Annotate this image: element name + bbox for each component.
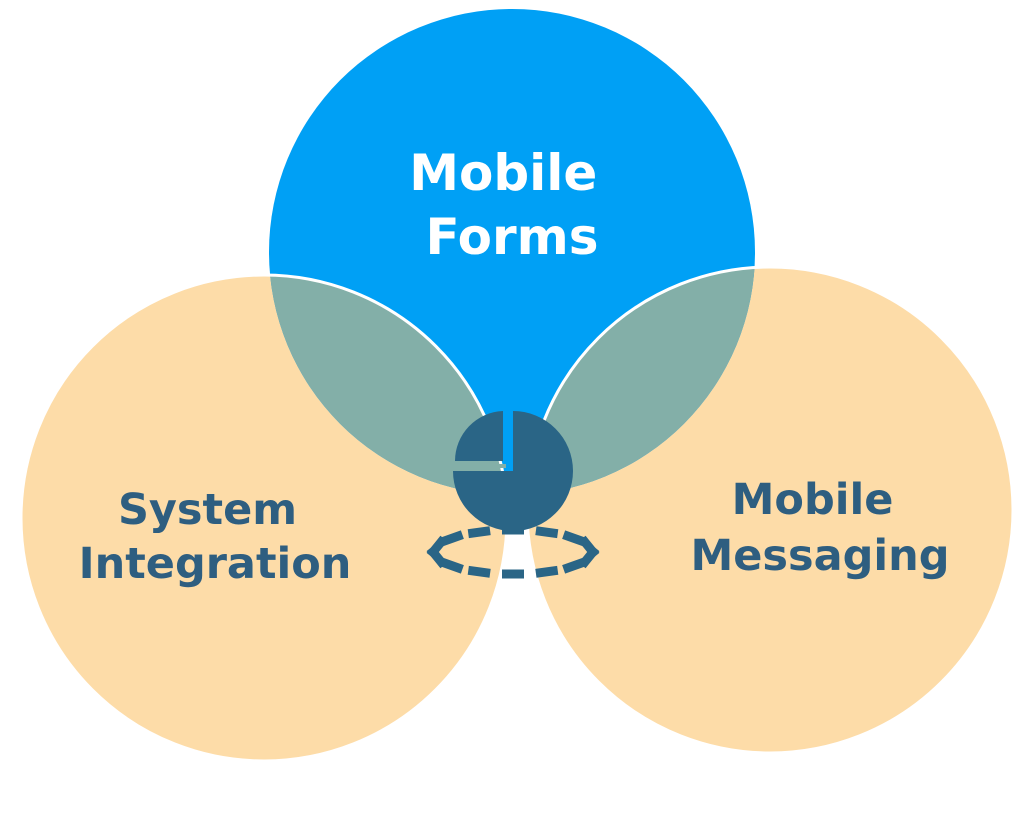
dashed-ring-segment	[535, 526, 559, 539]
label-system-integration-line1: System	[118, 485, 297, 535]
label-system-integration-line2: Integration	[79, 539, 352, 589]
dashed-ring-segment	[467, 526, 491, 539]
overlap-left	[269, 275, 507, 495]
label-system-integration: System Integration	[79, 485, 352, 589]
dashed-ring-segment	[440, 530, 464, 547]
dashed-ring-segment	[535, 565, 559, 578]
dashed-ring-segment	[562, 557, 586, 574]
label-mobile-messaging-line2: Messaging	[690, 531, 949, 581]
dashed-ring-segment	[502, 525, 524, 535]
dashed-ring-segment	[502, 569, 524, 579]
label-mobile-messaging: Mobile Messaging	[690, 475, 949, 581]
label-mobile-messaging-line1: Mobile	[732, 475, 894, 525]
overlap-right	[527, 267, 755, 495]
label-mobile-forms-line1: Mobile	[409, 144, 597, 202]
label-mobile-forms-line2: Forms	[426, 208, 599, 266]
dashed-ring-segment	[467, 565, 491, 578]
pie-chart-icon	[426, 410, 600, 579]
dashed-ring	[426, 525, 600, 579]
label-mobile-forms: Mobile Forms	[409, 144, 615, 266]
